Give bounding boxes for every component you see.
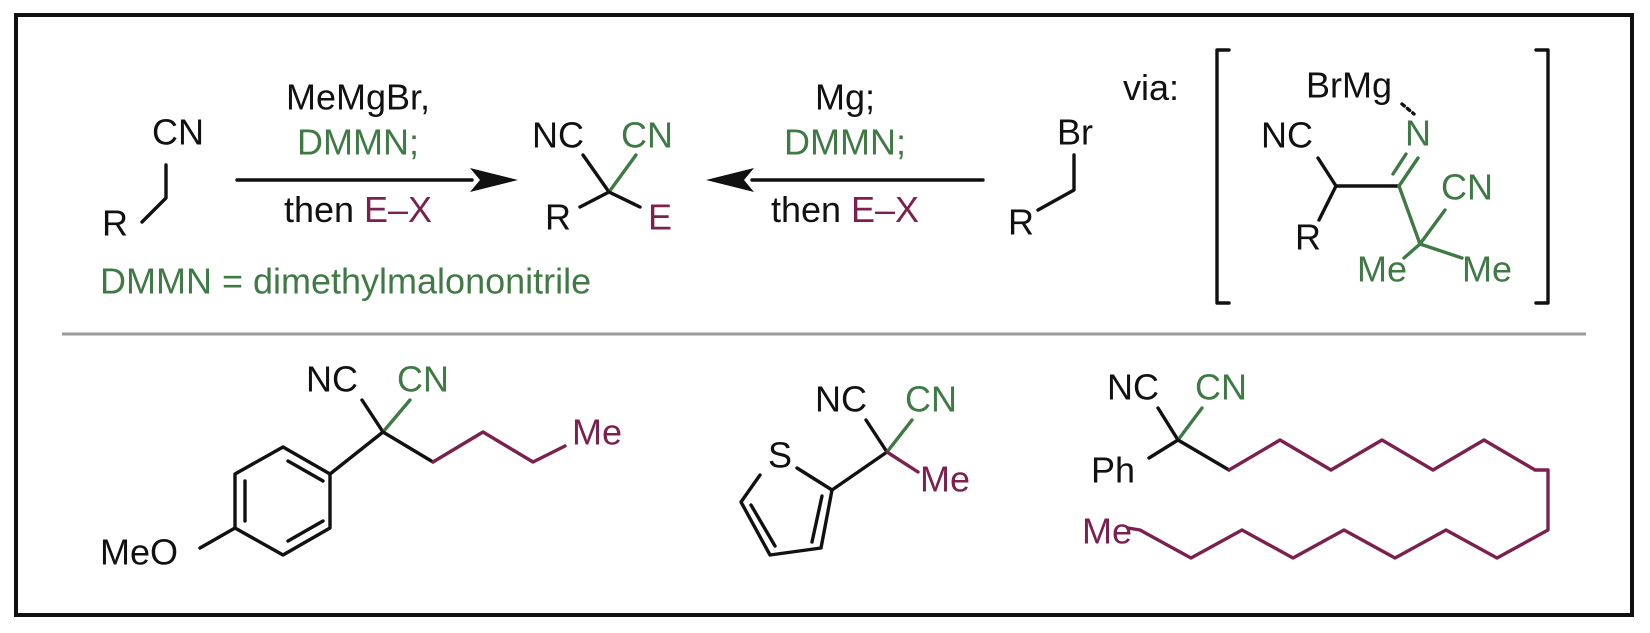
central-product: NC CN R E: [532, 115, 673, 238]
n-label: N: [1405, 113, 1431, 154]
reagent-dmmn: DMMN;: [297, 122, 419, 163]
arrowhead: [470, 168, 518, 192]
r-label: R: [102, 203, 128, 244]
ph-label: Ph: [1091, 450, 1135, 491]
right-bracket: [1534, 48, 1550, 305]
me-label: Me: [572, 412, 622, 453]
via-label: via:: [1123, 67, 1179, 108]
reagent-then-ex: then E–X: [771, 189, 919, 230]
me-right-label: Me: [1462, 249, 1512, 290]
e-label: E: [648, 197, 672, 238]
example-thienyl-product: NC CN S Me: [739, 379, 970, 557]
nc-label: NC: [306, 359, 358, 400]
reagent-memgbr: MeMgBr,: [286, 77, 430, 118]
example-anisyl-product: NC CN MeO Me: [100, 359, 622, 573]
benzene-ring: [233, 445, 332, 557]
r-label: R: [1008, 202, 1034, 243]
example-phenyl-long-chain-product: NC CN Ph Me: [1082, 367, 1550, 560]
cn-label: CN: [397, 359, 449, 400]
alkyl-bromide: Br R: [1008, 112, 1093, 243]
cn-label: CN: [1441, 167, 1493, 208]
nc-label: NC: [815, 379, 867, 420]
forward-reaction-arrow: MeMgBr, DMMN; then E–X: [235, 77, 518, 230]
cn-label: CN: [152, 112, 204, 153]
nc-label: NC: [1261, 115, 1313, 156]
nc-label: NC: [532, 115, 584, 156]
left-bracket: [1215, 48, 1231, 305]
me-label: Me: [1082, 511, 1132, 552]
figure-frame: [14, 13, 1634, 617]
r-label: R: [1295, 217, 1321, 258]
br-label: Br: [1057, 112, 1093, 153]
reagent-dmmn: DMMN;: [784, 122, 906, 163]
intermediate-structure: via: BrMg N NC CN R Me Me: [1123, 48, 1550, 305]
sulfur-label: S: [768, 435, 792, 476]
reagent-mg: Mg;: [815, 77, 875, 118]
cn-label: CN: [621, 115, 673, 156]
reagent-then-ex: then E–X: [284, 189, 432, 230]
brmg-label: BrMg: [1306, 65, 1392, 106]
reverse-reaction-arrow: Mg; DMMN; then E–X: [706, 77, 985, 230]
arrowhead: [706, 168, 754, 192]
me-left-label: Me: [1357, 249, 1407, 290]
meo-label: MeO: [100, 532, 178, 573]
nitrile-starting-material: CN R: [102, 112, 204, 244]
r-label: R: [545, 197, 571, 238]
cn-label: CN: [1195, 367, 1247, 408]
nc-label: NC: [1107, 367, 1159, 408]
dmmn-definition: DMMN = dimethylmalononitrile: [100, 261, 591, 302]
cn-label: CN: [905, 379, 957, 420]
me-label: Me: [920, 459, 970, 500]
